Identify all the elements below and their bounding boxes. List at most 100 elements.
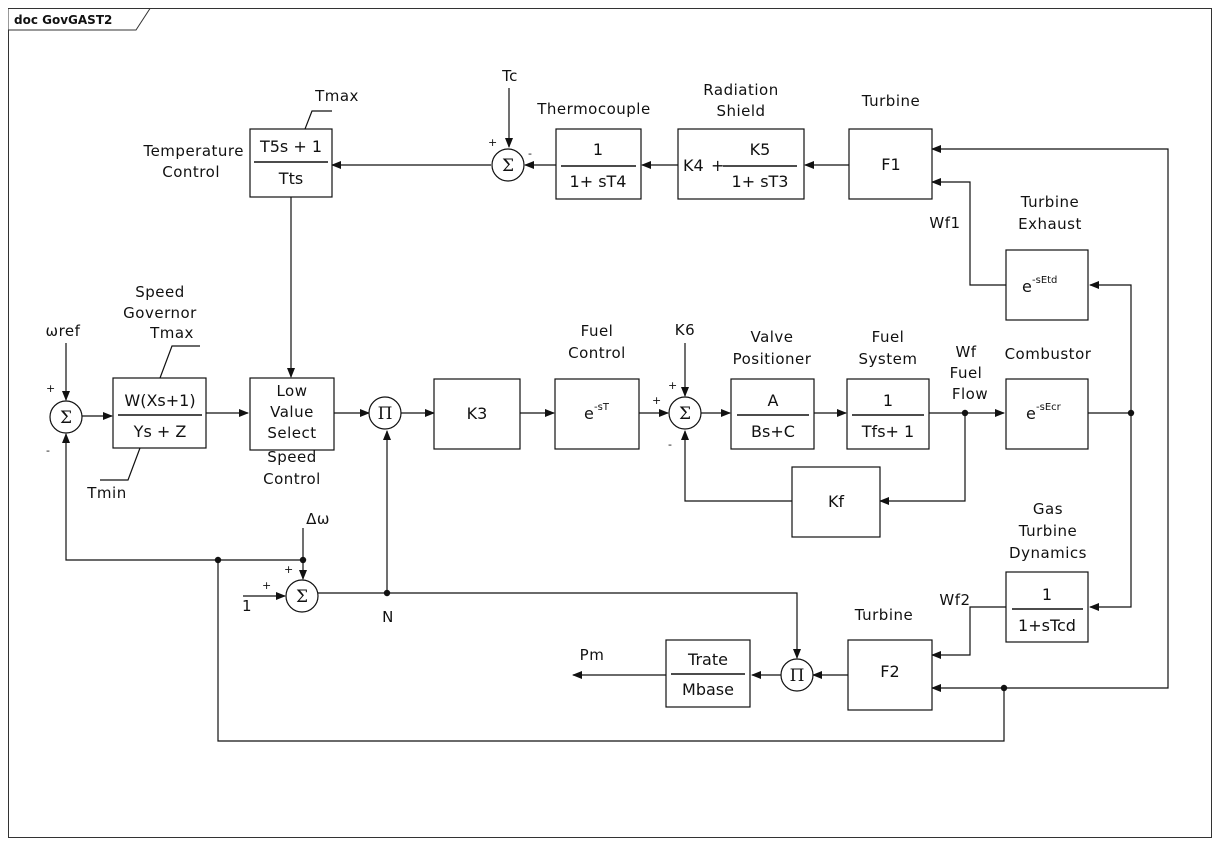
fuel-system-denominator: Tfs+ 1: [861, 422, 914, 441]
gas-turbine-dynamics-block: [1005, 571, 1089, 643]
product-junction-speed: [368, 396, 402, 430]
sum-symbol-4: Σ: [296, 587, 308, 607]
junction-combustor-out: [1127, 409, 1135, 417]
sum-symbol-1: Σ: [60, 408, 72, 428]
k3-block: [433, 378, 521, 450]
fuel-system-numerator: 1: [883, 391, 893, 410]
pm-label: Pm: [580, 646, 605, 664]
trate-mbase-numerator: Trate: [687, 650, 728, 669]
sign-thermo-minus: -: [528, 147, 532, 160]
combustor-base: e: [1026, 404, 1036, 423]
wf-fuel-flow-label-2: Fuel: [950, 364, 983, 382]
sign-fuelctl-plus: +: [652, 394, 661, 407]
n-label: N: [382, 608, 394, 626]
temperature-control-denominator: Tts: [278, 169, 303, 188]
gtd-numerator: 1: [1042, 585, 1052, 604]
wf-fuel-flow-label-3: Flow: [952, 385, 988, 403]
sum-symbol-3: Σ: [502, 156, 514, 176]
radiation-shield-block: [677, 128, 805, 200]
low-value-select-block: [249, 377, 335, 451]
diagram-tab: [8, 8, 151, 31]
turbine-f2-block: [847, 639, 933, 711]
junction-fuel-flow: [961, 409, 969, 417]
turbine-exhaust-exponent: -sEtd: [1032, 275, 1057, 286]
sign-tc-plus: +: [488, 136, 497, 149]
delta-w-label: Δω: [306, 510, 330, 528]
speed-governor-numerator: W(Xs+1): [124, 391, 195, 410]
turbine-f2-label: Turbine: [854, 606, 913, 624]
speed-governor-block: [112, 377, 207, 449]
trate-mbase-denominator: Mbase: [682, 680, 734, 699]
fuel-control-block: [554, 378, 640, 450]
radiation-shield-numerator: K5: [750, 140, 771, 159]
gtd-label-3: Dynamics: [1009, 544, 1087, 562]
wf2-label: Wf2: [939, 591, 970, 609]
speed-governor-denominator: Ys + Z: [133, 422, 187, 441]
temperature-control-tmax: Tmax: [314, 87, 359, 105]
gtd-label-1: Gas: [1033, 500, 1063, 518]
turbine-exhaust-label-1: Turbine: [1020, 193, 1079, 211]
junction-f2-loop: [1000, 684, 1008, 692]
speed-governor-label-1: Speed: [135, 283, 185, 301]
radiation-shield-denominator: 1+ sT3: [732, 172, 789, 191]
turbine-f1-label: Turbine: [861, 92, 920, 110]
thermocouple-numerator: 1: [593, 140, 603, 159]
valve-positioner-label-1: Valve: [750, 328, 793, 346]
radiation-shield-plus: +: [711, 156, 724, 175]
sign-feedback-minus: -: [46, 444, 50, 457]
tc-label: Tc: [501, 67, 518, 85]
k6-label: K6: [675, 321, 695, 339]
turbine-exhaust-base: e: [1022, 277, 1032, 296]
gtd-denominator: 1+sTcd: [1018, 616, 1076, 635]
temperature-control-block: [249, 128, 333, 198]
speed-governor-tmax: Tmax: [149, 324, 194, 342]
sum-junction-speed-error: [49, 400, 83, 434]
radiation-shield-label-1: Radiation: [703, 81, 778, 99]
low-value-select-line-2: Value: [270, 403, 314, 421]
speed-governor-tmin: Tmin: [86, 484, 126, 502]
sign-k6-plus: +: [668, 379, 677, 392]
turbine-f1-text: F1: [881, 155, 900, 174]
sum-junction-k6: [668, 396, 702, 430]
product-symbol-1: Π: [378, 404, 393, 424]
thermocouple-label: Thermocouple: [536, 100, 650, 118]
radiation-shield-label-2: Shield: [716, 102, 765, 120]
temperature-control-numerator: T5s + 1: [259, 137, 322, 156]
thermocouple-denominator: 1+ sT4: [570, 172, 627, 191]
k3-text: K3: [467, 404, 488, 423]
valve-positioner-numerator: A: [768, 391, 779, 410]
junction-speed-delta: [299, 556, 307, 564]
sign-kf-minus: -: [668, 438, 672, 451]
combustor-exponent: -sEcr: [1036, 402, 1062, 413]
turbine-f2-text: F2: [880, 662, 899, 681]
sum-junction-tc: [491, 148, 525, 182]
turbine-exhaust-label-2: Exhaust: [1018, 215, 1082, 233]
product-symbol-2: Π: [790, 666, 805, 686]
combustor-label: Combustor: [1005, 345, 1092, 363]
sign-one-plus: +: [262, 579, 271, 592]
sign-dw-plus: +: [284, 563, 293, 576]
fuel-system-block: [846, 378, 930, 450]
temperature-control-label-1: Temperature: [142, 142, 244, 160]
fuel-control-label-1: Fuel: [581, 322, 614, 340]
low-value-select-line-3: Select: [267, 424, 316, 442]
diagram-tab-title: doc GovGAST2: [14, 13, 112, 27]
valve-positioner-denominator: Bs+C: [751, 422, 795, 441]
gtd-label-2: Turbine: [1018, 522, 1077, 540]
fuel-system-label-1: Fuel: [872, 328, 905, 346]
fuel-control-exponent: -sT: [594, 402, 610, 413]
speed-control-label-2: Control: [263, 470, 321, 488]
sum-junction-speed: [285, 579, 319, 613]
product-junction-power: [780, 658, 814, 692]
fuel-control-base: e: [584, 404, 594, 423]
temperature-control-label-2: Control: [162, 163, 220, 181]
speed-control-label-1: Speed: [267, 448, 317, 466]
wf1-label: Wf1: [929, 214, 960, 232]
kf-block: [791, 466, 881, 538]
kf-text: Kf: [828, 492, 844, 511]
valve-positioner-block: [730, 378, 815, 450]
fuel-system-label-2: System: [859, 350, 918, 368]
turbine-f1-block: [848, 128, 933, 200]
wf-fuel-flow-label-1: Wf: [955, 343, 976, 361]
